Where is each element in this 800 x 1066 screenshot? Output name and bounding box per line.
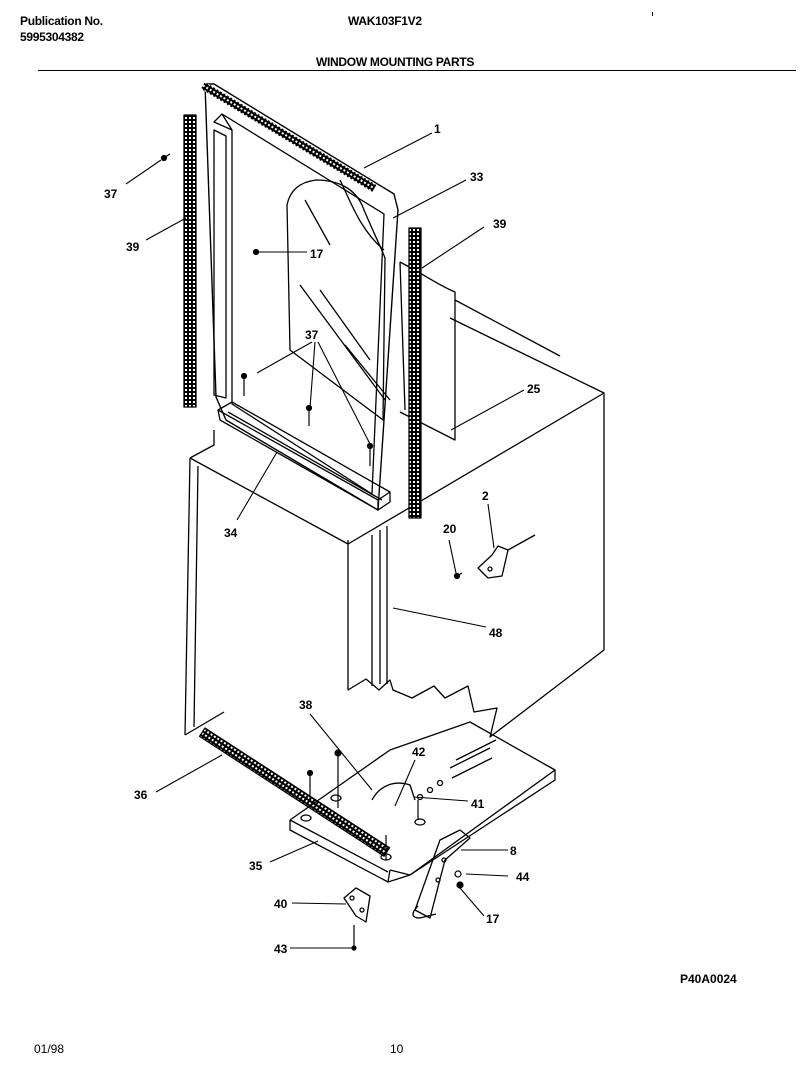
- leader-lines: [125, 132, 525, 949]
- section-title: WINDOW MOUNTING PARTS: [316, 55, 475, 69]
- bottom-rail-part-34: [217, 401, 391, 511]
- model-number: WAK103F1V2: [348, 14, 422, 28]
- callout-34: 34: [224, 526, 238, 540]
- callout-39-left: 39: [126, 240, 140, 254]
- callout-36: 36: [134, 788, 148, 802]
- header-rule: [38, 70, 796, 71]
- callout-44: 44: [516, 870, 530, 884]
- callout-8: 8: [510, 844, 517, 858]
- callout-42: 42: [412, 745, 426, 759]
- clip-part-40: [343, 887, 371, 923]
- cabinet-part-48: [184, 317, 605, 738]
- callout-35: 35: [249, 859, 263, 873]
- callout-20: 20: [443, 522, 457, 536]
- seal-strip-bottom-36: [198, 727, 391, 857]
- window-panel-part-25: [399, 261, 561, 441]
- callout-2: 2: [482, 489, 489, 503]
- support-leg-part-8: [412, 829, 471, 919]
- screws: [160, 153, 464, 951]
- seal-strip-left-39: [183, 114, 197, 408]
- callout-48: 48: [489, 626, 503, 640]
- callout-33: 33: [470, 170, 484, 184]
- callout-41: 41: [471, 797, 485, 811]
- callout-43: 43: [274, 942, 288, 956]
- sill-bracket-part-35: [289, 721, 556, 883]
- callout-37-mid: 37: [305, 328, 319, 342]
- callout-25: 25: [527, 382, 541, 396]
- drawing-code: P40A0024: [680, 972, 737, 986]
- footer-date: 01/98: [34, 1042, 65, 1056]
- callout-17-glass: 17: [310, 247, 324, 261]
- callout-39-right: 39: [493, 217, 507, 231]
- bracket-part-2: [477, 534, 536, 579]
- publication-number: 5995304382: [20, 30, 84, 44]
- callout-38: 38: [299, 698, 313, 712]
- page-number: 10: [390, 1042, 404, 1056]
- callout-17-leg: 17: [486, 912, 500, 926]
- publication-label: Publication No.: [20, 14, 103, 28]
- callout-40: 40: [274, 897, 288, 911]
- callout-labels: 1 33 37 39 39 17 37 25 34 2 20 48 38 42 …: [104, 122, 541, 956]
- corner-mark: [652, 12, 653, 16]
- seal-strip-right-39: [408, 227, 422, 519]
- callout-1: 1: [434, 122, 441, 136]
- callout-37-top: 37: [104, 187, 118, 201]
